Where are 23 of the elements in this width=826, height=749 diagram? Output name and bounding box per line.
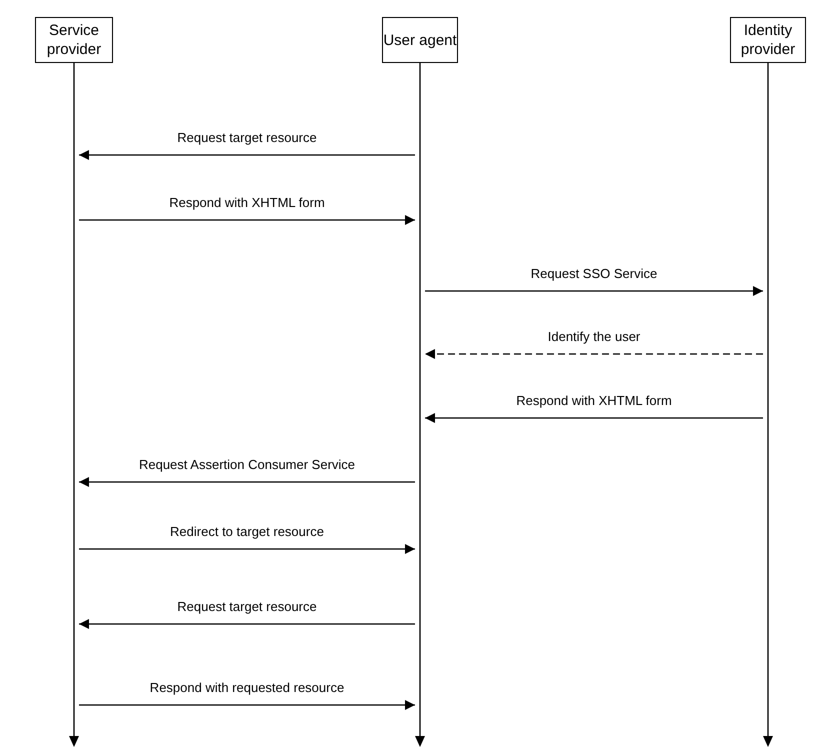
participant-box: Service provider xyxy=(35,17,113,63)
message-arrow xyxy=(79,700,415,710)
message-arrow xyxy=(425,413,763,423)
message-arrow xyxy=(79,477,415,487)
edge-label: Respond with XHTML form xyxy=(514,393,674,408)
edge-label: Request target resource xyxy=(175,130,319,145)
edge-label: Request target resource xyxy=(175,599,319,614)
edge-label: Respond with XHTML form xyxy=(167,195,327,210)
participant-box: User agent xyxy=(382,17,458,63)
message-arrow xyxy=(79,544,415,554)
message-arrow xyxy=(79,150,415,160)
message-arrow xyxy=(425,286,763,296)
message-arrow xyxy=(79,619,415,629)
edge-label: Identify the user xyxy=(546,329,642,344)
lifeline-arrow xyxy=(69,63,79,747)
edge-label: Redirect to target resource xyxy=(168,524,326,539)
lifeline-arrow xyxy=(415,63,425,747)
edge-label: Request SSO Service xyxy=(528,266,660,281)
participant-box: Identity provider xyxy=(730,17,806,63)
message-arrow xyxy=(79,215,415,225)
edge-label: Respond with requested resource xyxy=(148,680,346,695)
lifeline-arrow xyxy=(763,63,773,747)
message-arrow xyxy=(425,349,763,359)
